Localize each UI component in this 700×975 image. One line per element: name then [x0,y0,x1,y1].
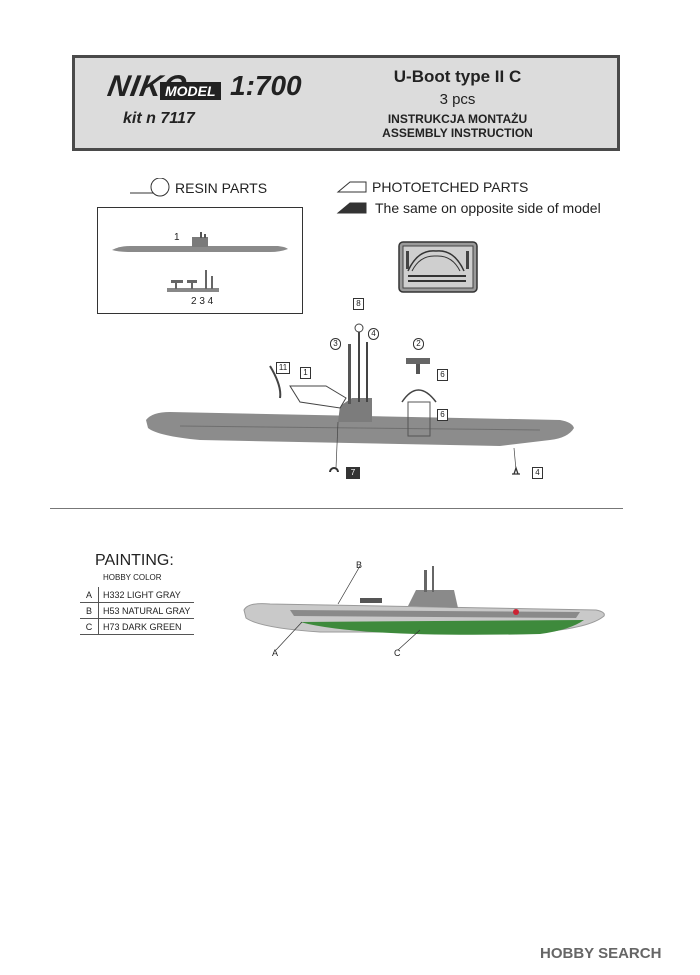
label-b: B [356,560,363,570]
header-banner [72,55,620,151]
kit-number: kit n 7117 [123,110,195,127]
callout-6b: 6 [437,409,448,421]
callout-7: 7 [346,467,360,479]
quantity-label: 3 pcs [439,91,476,108]
paint-letter: B [80,602,99,619]
paint-name: H332 LIGHT GRAY [98,587,195,603]
page-title: U-Boot type II C [393,67,522,86]
paint-letter: C [80,618,99,635]
callout-6a: 6 [437,369,448,381]
callout-3: 3 [330,338,341,350]
callout-4: 4 [368,328,379,340]
instruction-en: ASSEMBLY INSTRUCTION [382,126,533,140]
assembly-diagram [146,323,574,475]
resin-parts-box [97,207,303,314]
watermark: HOBBY SEARCH [540,945,662,962]
callout-2: 2 [413,338,424,350]
callout-1: 1 [300,367,311,379]
brand-logo-model: MODEL [160,82,221,100]
section-divider [50,508,623,509]
resin-hull-drawing [112,232,288,252]
label-c: C [394,648,401,658]
resin-small-parts-drawing [167,270,219,292]
scale-label: 1:700 [230,70,302,101]
resin-part-hull-number: 1 [174,232,180,243]
paint-letter: A [80,587,99,603]
label-a: A [272,648,279,658]
resin-part-numbers: 2 3 4 [191,296,214,307]
legend-resin: RESIN PARTS [175,180,268,196]
legend-photoetched: PHOTOETCHED PARTS [372,179,529,195]
instruction-pl: INSTRUKCJA MONTAŻU [387,112,528,126]
photoetched-fret-drawing [398,241,478,293]
paint-name: H53 NATURAL GRAY [98,602,195,619]
callout-8: 8 [353,298,364,310]
resin-symbol-icon [130,178,170,197]
opposite-symbol-icon [336,202,367,214]
painting-title: PAINTING: [95,552,174,569]
callout-4b: 4 [532,467,543,479]
paint-name: H73 DARK GREEN [98,618,195,635]
photoetched-symbol-icon [336,181,367,193]
painted-model-drawing [243,565,605,651]
legend-opposite: The same on opposite side of model [375,200,601,216]
callout-11: 11 [276,362,290,374]
paint-brand: HOBBY COLOR [103,573,162,582]
